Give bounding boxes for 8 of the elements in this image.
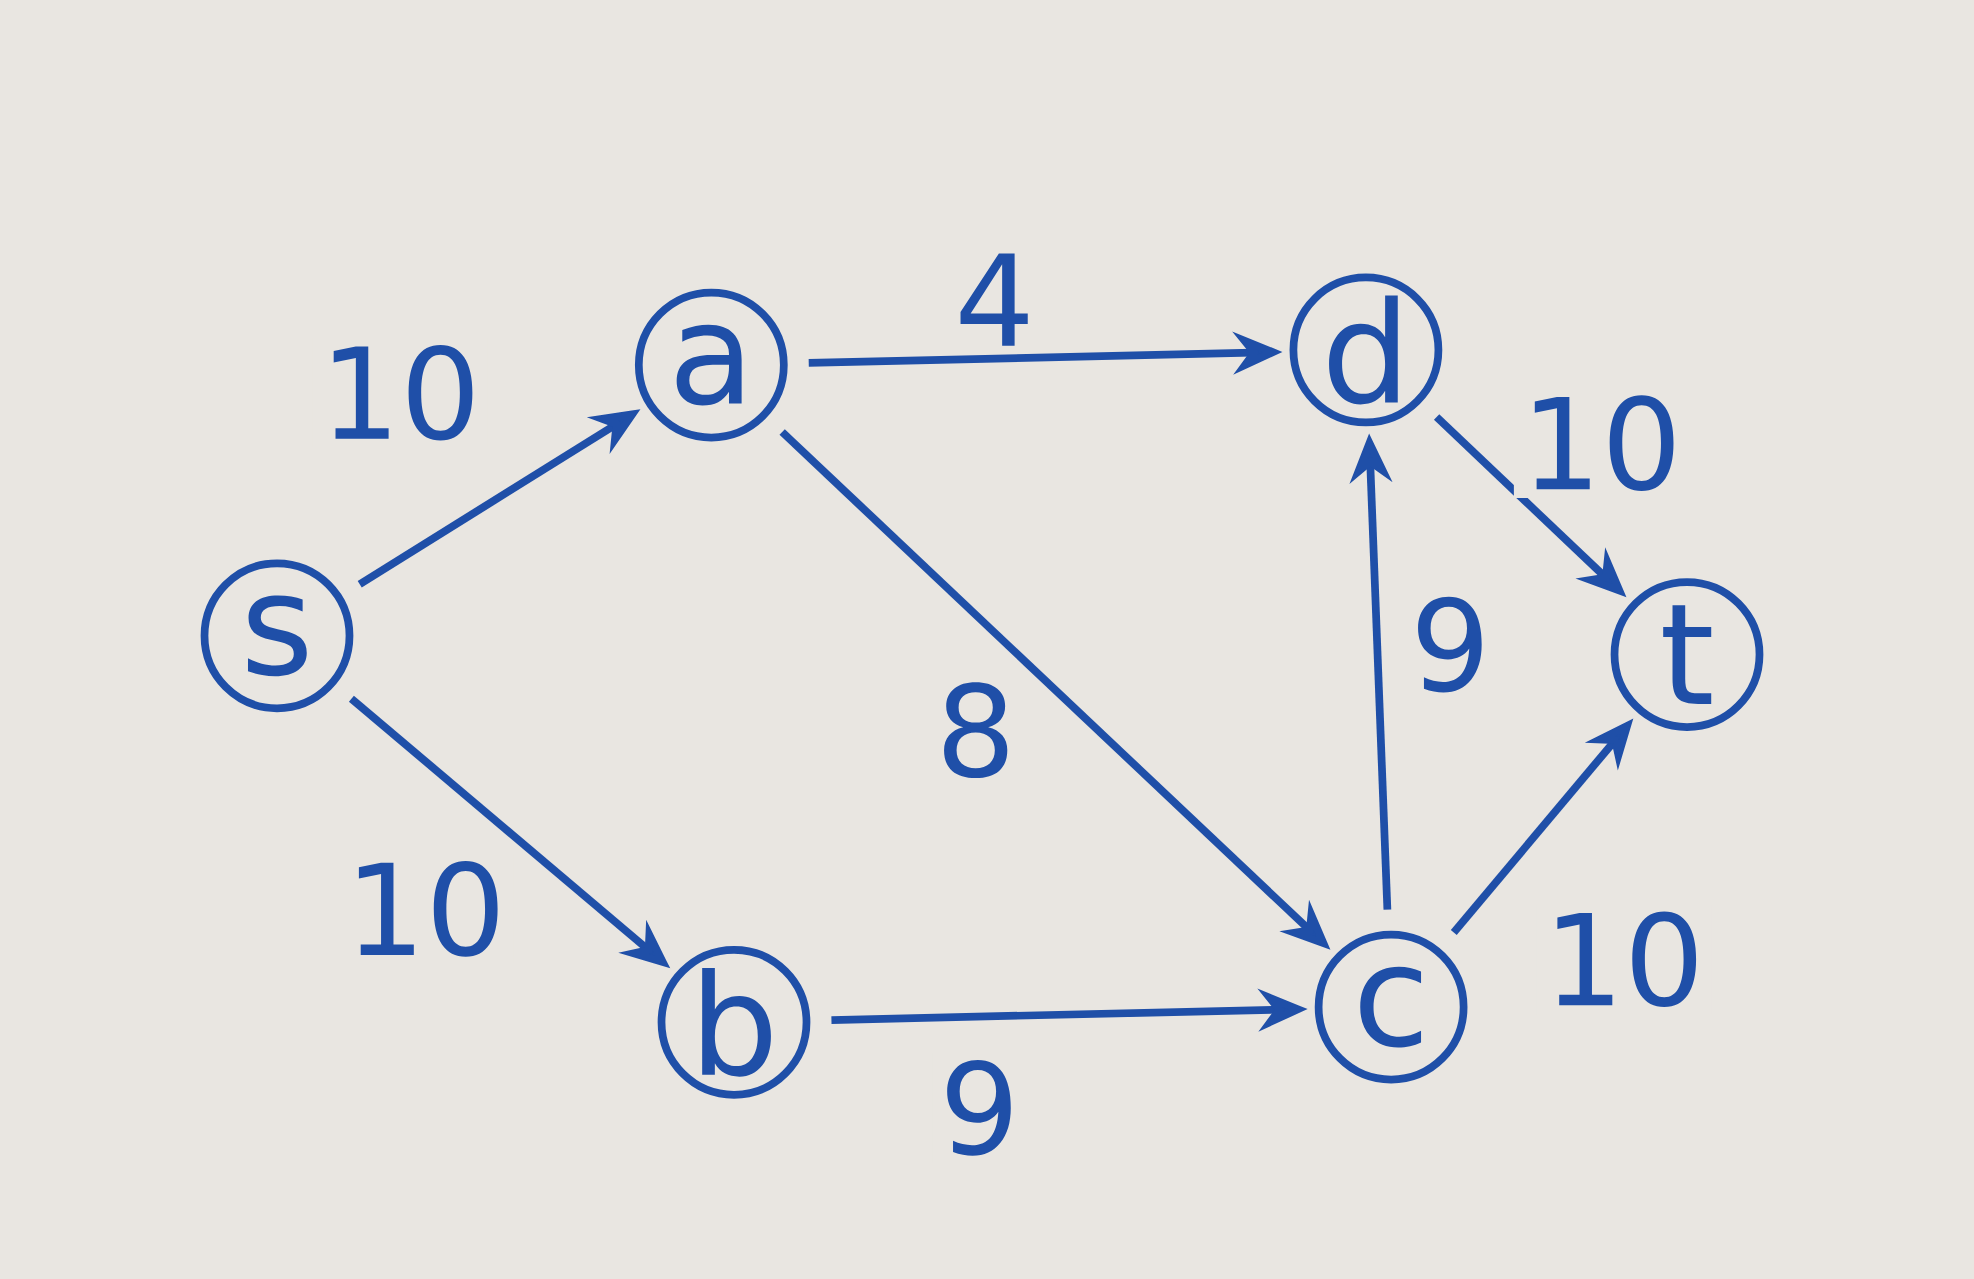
edge-label: 10 [312,337,488,448]
edge-label: 10 [1513,388,1689,498]
edge-label: 9 [932,1053,1027,1163]
edge-label: 10 [1536,904,1712,1015]
edge-label: 8 [928,675,1023,786]
edge-label: 4 [947,246,1042,353]
edge-label: 10 [338,854,514,964]
edge-label: 9 [1403,589,1498,700]
